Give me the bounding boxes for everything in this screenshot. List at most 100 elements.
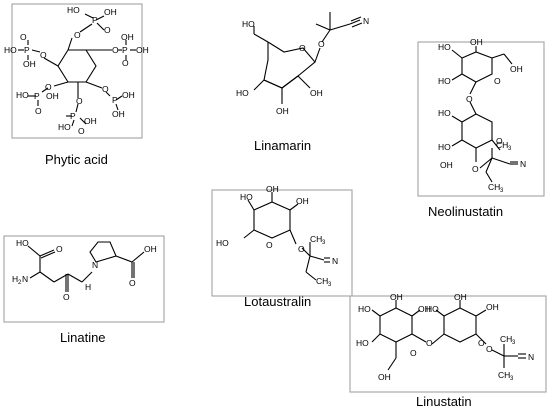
linustatin-structure: HO OH OH HO O O OH HO OH OH O O CH 3 N C… bbox=[349, 292, 547, 409]
phytic-atom-label: O bbox=[45, 82, 52, 92]
phytic-atom-label: OH bbox=[104, 7, 117, 17]
phytic-atom-label: O bbox=[74, 30, 81, 40]
linatine-atom-label: H bbox=[85, 282, 91, 292]
phytic-atom-label: P bbox=[122, 45, 128, 55]
lotaustralin-atom-label: OH bbox=[266, 184, 279, 194]
phytic-atom-label: O bbox=[40, 50, 47, 60]
phytic-atom-label: O bbox=[102, 84, 109, 94]
phytic-atom-label: O bbox=[20, 32, 27, 42]
linustatin-atom-label: HO bbox=[358, 304, 371, 314]
linustatin-atom-label: CH bbox=[500, 334, 512, 344]
linatine-caption: Linatine bbox=[60, 330, 106, 345]
phytic-atom-label: O bbox=[122, 58, 129, 68]
phytic-atom-label: OH bbox=[23, 59, 36, 69]
lotaustralin-atom-label: HO bbox=[216, 238, 229, 248]
phytic-atom-label: HO bbox=[4, 45, 17, 55]
linatine-atom-label: H bbox=[12, 274, 18, 284]
phytic-atom-label: O bbox=[78, 126, 85, 136]
linatine-atom-label: HO bbox=[16, 238, 29, 248]
phytic-atom-label: O bbox=[76, 96, 83, 106]
neolinustatin-atom-label: O bbox=[466, 94, 473, 104]
neolinustatin-atom-label: HO bbox=[438, 142, 451, 152]
phytic-atom-label: P bbox=[34, 91, 40, 101]
linamarin-atom-label: HO bbox=[242, 19, 255, 29]
linamarin-atom-label: OH bbox=[310, 88, 323, 98]
lotaustralin-atom-label: 3 bbox=[328, 282, 332, 288]
linustatin-atom-label: 3 bbox=[512, 340, 516, 346]
linustatin-frame bbox=[349, 295, 547, 393]
phytic-acid-structure: HO OH P O O O OH HO P O O P OH OH O O O … bbox=[4, 3, 149, 167]
linustatin-atom-label: 3 bbox=[510, 376, 514, 382]
phytic-atom-label: HO bbox=[16, 90, 29, 100]
linustatin-atom-label: OH bbox=[486, 302, 499, 312]
linatine-atom-label: O bbox=[56, 244, 63, 254]
linamarin-atom-label: O bbox=[318, 39, 325, 49]
phytic-atom-label: OH bbox=[136, 45, 149, 55]
phytic-atom-label: P bbox=[70, 111, 76, 121]
linamarin-atom-label: O bbox=[299, 43, 306, 53]
phytic-atom-label: P bbox=[92, 15, 98, 25]
phytic-atom-label: OH bbox=[112, 109, 125, 119]
neolinustatin-atom-label: O bbox=[494, 76, 501, 86]
neolinustatin-atom-label: HO bbox=[438, 76, 451, 86]
neolinustatin-atom-label: O bbox=[472, 164, 479, 174]
phytic-acid-frame bbox=[11, 3, 143, 139]
phytic-atom-label: O bbox=[104, 25, 111, 35]
linustatin-atom-label: OH bbox=[390, 292, 403, 302]
neolinustatin-atom-label: HO bbox=[438, 108, 451, 118]
lotaustralin-atom-label: HO bbox=[240, 192, 253, 202]
neolinustatin-atom-label: CH bbox=[488, 182, 500, 192]
neolinustatin-atom-label: OH bbox=[510, 64, 523, 74]
linustatin-atom-label: O bbox=[426, 338, 433, 348]
linatine-atom-label: 2 bbox=[18, 280, 22, 286]
linustatin-atom-label: CH bbox=[498, 370, 510, 380]
linatine-atom-label: N bbox=[92, 260, 98, 270]
linustatin-atom-label: O bbox=[486, 344, 493, 354]
linustatin-atom-label: HO bbox=[356, 338, 369, 348]
lotaustralin-atom-label: CH bbox=[316, 276, 328, 286]
linustatin-atom-label: OH bbox=[378, 372, 391, 382]
lotaustralin-atom-label: 3 bbox=[322, 240, 326, 246]
lotaustralin-atom-label: O bbox=[298, 244, 305, 254]
linamarin-atom-label: HO bbox=[236, 88, 249, 98]
linamarin-structure: HO O O N HO OH OH Linamarin bbox=[236, 12, 369, 153]
phytic-atom-label: HO bbox=[58, 122, 71, 132]
linustatin-atom-label: O bbox=[410, 348, 417, 358]
lotaustralin-atom-label: OH bbox=[296, 196, 309, 206]
lotaustralin-atom-label: N bbox=[332, 256, 338, 266]
linustatin-atom-label: OH bbox=[418, 304, 431, 314]
neolinustatin-atom-label: CH bbox=[496, 140, 508, 150]
linamarin-atom-label: N bbox=[363, 16, 369, 26]
linatine-atom-label: N bbox=[22, 274, 28, 284]
linatine-atom-label: OH bbox=[144, 244, 157, 254]
linamarin-caption: Linamarin bbox=[254, 138, 311, 153]
phytic-atom-label: OH bbox=[121, 32, 134, 42]
linustatin-atom-label: N bbox=[528, 352, 534, 362]
phytic-atom-label: OH bbox=[122, 90, 135, 100]
phytic-atom-label: OH bbox=[46, 91, 59, 101]
neolinustatin-atom-label: OH bbox=[440, 160, 453, 170]
lotaustralin-atom-label: O bbox=[266, 240, 273, 250]
phytic-atom-label: OH bbox=[84, 116, 97, 126]
neolinustatin-atom-label: HO bbox=[438, 42, 451, 52]
phytic-atom-label: HO bbox=[67, 5, 80, 15]
phytic-atom-label: O bbox=[35, 106, 42, 116]
lotaustralin-atom-label: CH bbox=[310, 234, 322, 244]
neolinustatin-atom-label: N bbox=[520, 159, 526, 169]
neolinustatin-atom-label: 3 bbox=[500, 188, 504, 194]
linamarin-atom-label: OH bbox=[276, 106, 289, 116]
neolinustatin-atom-label: O bbox=[496, 136, 503, 146]
neolinustatin-structure: HO OH OH HO O O HO HO O OH O CH 3 N CH 3… bbox=[417, 37, 545, 219]
lotaustralin-structure: HO OH OH HO O O CH 3 N CH 3 Lotaustralin bbox=[211, 184, 353, 309]
neolinustatin-atom-label: 3 bbox=[508, 146, 512, 152]
phytic-acid-caption: Phytic acid bbox=[45, 152, 108, 167]
neolinustatin-frame bbox=[417, 41, 545, 197]
linatine-frame bbox=[3, 235, 165, 323]
linustatin-atom-label: OH bbox=[454, 292, 467, 302]
linatine-structure: HO O H 2 N O H N OH O Linatine bbox=[3, 235, 165, 345]
linustatin-atom-label: O bbox=[478, 338, 485, 348]
phytic-atom-label: O bbox=[112, 45, 119, 55]
phytic-atom-label: P bbox=[112, 95, 118, 105]
phytic-atom-label: P bbox=[24, 45, 30, 55]
